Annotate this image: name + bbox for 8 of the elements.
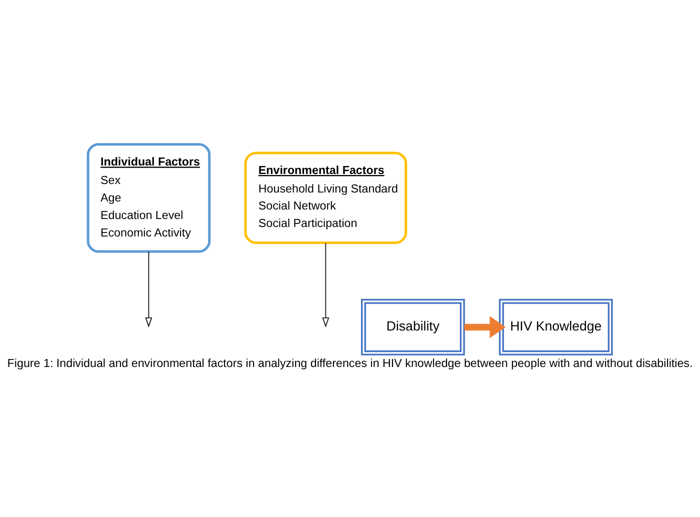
node-box: HIV Knowledge	[498, 298, 613, 355]
node-box: Environmental Factors Household Living Standard Social Network Social Participation	[244, 151, 408, 244]
node-box: Disability	[361, 298, 465, 355]
node-box: Individual Factors Sex Age Education Level Economic Activity	[86, 142, 211, 252]
arrow	[145, 250, 152, 327]
caption: Figure 1: Individual and environmental factors in analyzing differences in HIV knowledge between people with and without disabilities.	[7, 356, 693, 370]
arrow	[322, 242, 330, 327]
arrow	[464, 316, 506, 338]
